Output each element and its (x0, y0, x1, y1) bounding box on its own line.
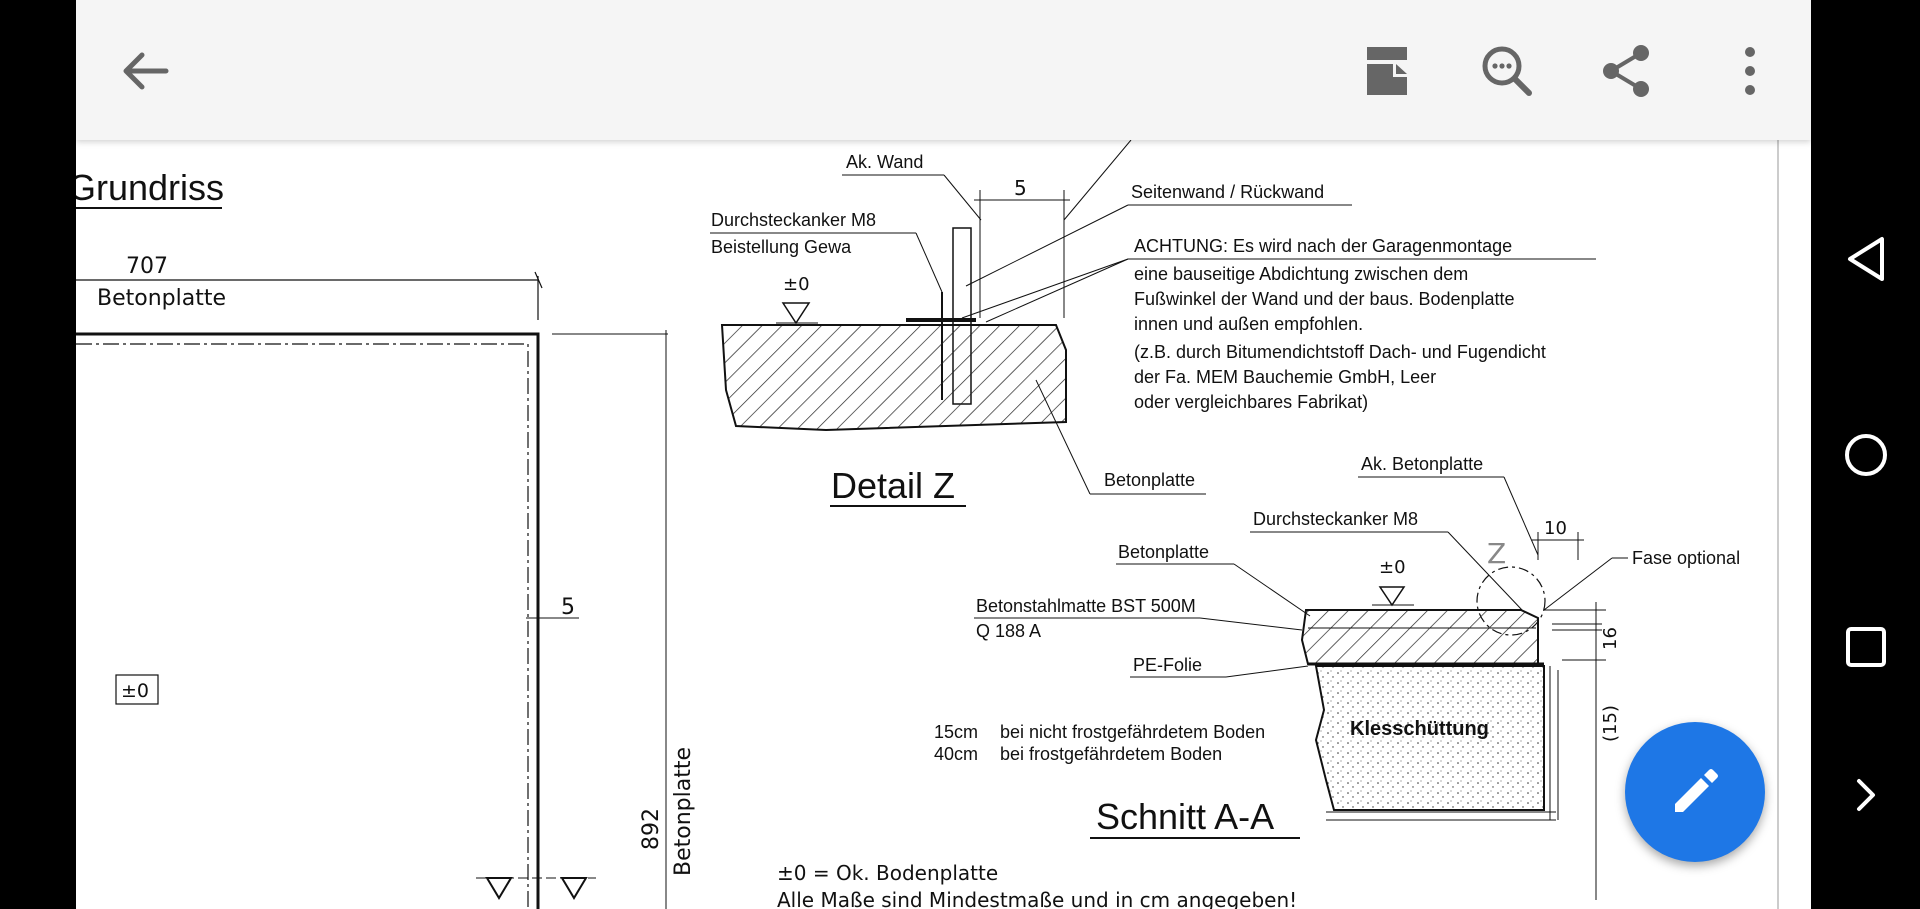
detail-achtung-6: oder vergleichbares Fabrikat) (1134, 392, 1368, 412)
schnitt-kies: Klesschüttung (1350, 718, 1489, 740)
pdf-viewer: Grundriss 707 Betonplatte 5 ±0 892 Beton… (76, 0, 1811, 909)
schnitt-dim16: 16 (1600, 627, 1621, 650)
pencil-icon (1675, 769, 1718, 812)
detail-dim5: 5 (1014, 176, 1027, 200)
document-mode-icon (1367, 47, 1407, 95)
grundriss-label-top: Betonplatte (97, 286, 226, 311)
nav-home-button[interactable] (1831, 420, 1901, 490)
schnitt-fase: Fase optional (1632, 548, 1740, 568)
schnitt-frost2-text: bei frostgefährdetem Boden (1000, 744, 1222, 764)
detail-z-title: Detail Z (831, 465, 955, 506)
grundriss-dim-top: 707 (126, 254, 168, 279)
circle-home-icon (1845, 434, 1887, 476)
schnitt-z-mark: Z (1487, 537, 1506, 570)
search-more-icon (1482, 46, 1532, 96)
detail-achtung-5: der Fa. MEM Bauchemie GmbH, Leer (1134, 367, 1436, 387)
grundriss-dim-side: 892 (639, 808, 664, 850)
schnitt-dim10: 10 (1544, 518, 1567, 539)
nav-expand-button[interactable] (1831, 760, 1901, 830)
top-toolbar (76, 0, 1811, 140)
schnitt-level: ±0 (1379, 557, 1406, 578)
detail-seitenwand: Seitenwand / Rückwand (1131, 182, 1324, 202)
detail-anker-line1: Durchsteckanker M8 (711, 210, 876, 230)
chevron-right-icon (1857, 779, 1875, 811)
schnitt-title: Schnitt A-A (1096, 796, 1274, 837)
grundriss-level: ±0 (121, 680, 149, 702)
square-recents-icon (1846, 627, 1886, 667)
nav-back-button[interactable] (1831, 224, 1901, 294)
system-navigation-bar (1811, 0, 1920, 909)
schnitt-frost1-val: 15cm (934, 722, 978, 742)
technical-drawing: Grundriss 707 Betonplatte 5 ±0 892 Beton… (76, 140, 1779, 909)
edit-fab[interactable] (1625, 722, 1765, 862)
share-icon (1603, 45, 1649, 97)
search-button[interactable] (1471, 35, 1543, 107)
detail-anker-line2: Beistellung Gewa (711, 237, 852, 257)
note-level: ±0 = Ok. Bodenplatte (777, 861, 998, 885)
detail-achtung-4: (z.B. durch Bitumendichtstoff Dach- und … (1134, 342, 1546, 362)
schnitt-ak-betonplatte: Ak. Betonplatte (1361, 454, 1483, 474)
share-button[interactable] (1591, 35, 1663, 107)
triangle-back-icon (1848, 237, 1884, 281)
more-vert-icon (1745, 47, 1755, 95)
grundriss-dim-right: 5 (561, 595, 575, 620)
grundriss-title: Grundriss (76, 167, 224, 208)
schnitt-betonplatte: Betonplatte (1118, 542, 1209, 562)
overflow-menu-button[interactable] (1714, 35, 1786, 107)
arrow-left-icon (123, 52, 169, 90)
detail-achtung-3: innen und außen empfohlen. (1134, 314, 1363, 334)
document-page[interactable]: Grundriss 707 Betonplatte 5 ±0 892 Beton… (76, 140, 1811, 909)
schnitt-frost2-val: 40cm (934, 744, 978, 764)
back-button[interactable] (110, 35, 182, 107)
schnitt-stahlmatte-2: Q 188 A (976, 621, 1041, 641)
schnitt-frost1-text: bei nicht frostgefährdetem Boden (1000, 722, 1265, 742)
detail-achtung-0: ACHTUNG: Es wird nach der Garagenmontage (1134, 236, 1512, 256)
schnitt-stahlmatte-1: Betonstahlmatte BST 500M (976, 596, 1196, 616)
document-mode-button[interactable] (1351, 35, 1423, 107)
detail-achtung-1: eine bauseitige Abdichtung zwischen dem (1134, 264, 1468, 284)
detail-level: ±0 (783, 274, 810, 295)
schnitt-dim15: (15) (1600, 705, 1621, 742)
grundriss-label-side: Betonplatte (671, 747, 696, 876)
note-dimensions: Alle Maße sind Mindestmaße und in cm ang… (777, 888, 1297, 909)
nav-recents-button[interactable] (1831, 612, 1901, 682)
detail-achtung-2: Fußwinkel der Wand und der baus. Bodenpl… (1134, 289, 1515, 309)
detail-betonplatte: Betonplatte (1104, 470, 1195, 490)
schnitt-pe-folie: PE-Folie (1133, 655, 1202, 675)
detail-ak-wand: Ak. Wand (846, 152, 923, 172)
schnitt-anker: Durchsteckanker M8 (1253, 509, 1418, 529)
